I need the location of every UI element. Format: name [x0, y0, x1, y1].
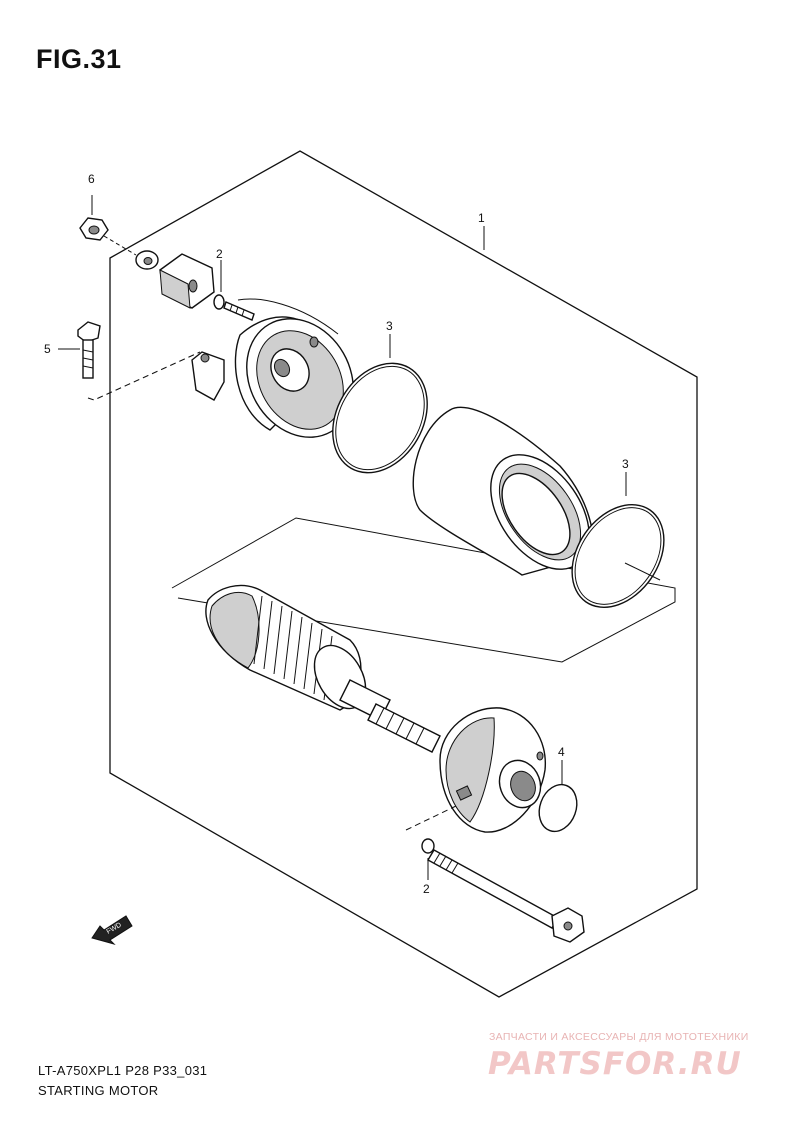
- callout-6: 6: [88, 172, 95, 186]
- washer: [103, 235, 159, 270]
- footer-figure-name: STARTING MOTOR: [38, 1083, 159, 1098]
- callout-4: 4: [558, 745, 565, 759]
- inner-group-outline: [171, 517, 676, 663]
- bolt-guide: [87, 351, 201, 401]
- watermark-logo: PARTSFOR.RU: [488, 1046, 742, 1082]
- rear-end-cover: [191, 298, 354, 438]
- through-bolt-guide: [405, 805, 457, 831]
- terminal-cap: [159, 253, 215, 309]
- bolt-5: [58, 321, 101, 379]
- o-ring-2-top: [213, 260, 225, 310]
- through-bolt: [427, 849, 585, 943]
- o-ring-2-bottom: [421, 838, 435, 880]
- footer-part-code: LT-A750XPL1 P28 P33_031: [38, 1063, 208, 1078]
- armature: [205, 584, 441, 753]
- front-end-cover: [439, 707, 546, 833]
- figure-title: FIG.31: [36, 44, 122, 74]
- callout-5: 5: [44, 342, 51, 356]
- callout-2-bottom: 2: [423, 882, 430, 896]
- o-ring-3-upper: [332, 334, 428, 474]
- callout-3-upper: 3: [386, 319, 393, 333]
- assembly-outline: [109, 150, 698, 998]
- watermark-tagline: ЗАПЧАСТИ И АКСЕССУАРЫ ДЛЯ МОТОТЕХНИКИ: [489, 1031, 749, 1043]
- o-ring-4: [538, 760, 578, 833]
- flange-nut-6: [79, 195, 109, 241]
- terminal-stud: [223, 301, 255, 321]
- fwd-arrow-icon: FWD: [91, 915, 133, 945]
- callout-1: 1: [478, 211, 485, 225]
- callout-2-top: 2: [216, 247, 223, 261]
- callout-3-lower: 3: [622, 457, 629, 471]
- o-ring-3-lower: [571, 472, 665, 608]
- motor-yoke: [412, 406, 594, 576]
